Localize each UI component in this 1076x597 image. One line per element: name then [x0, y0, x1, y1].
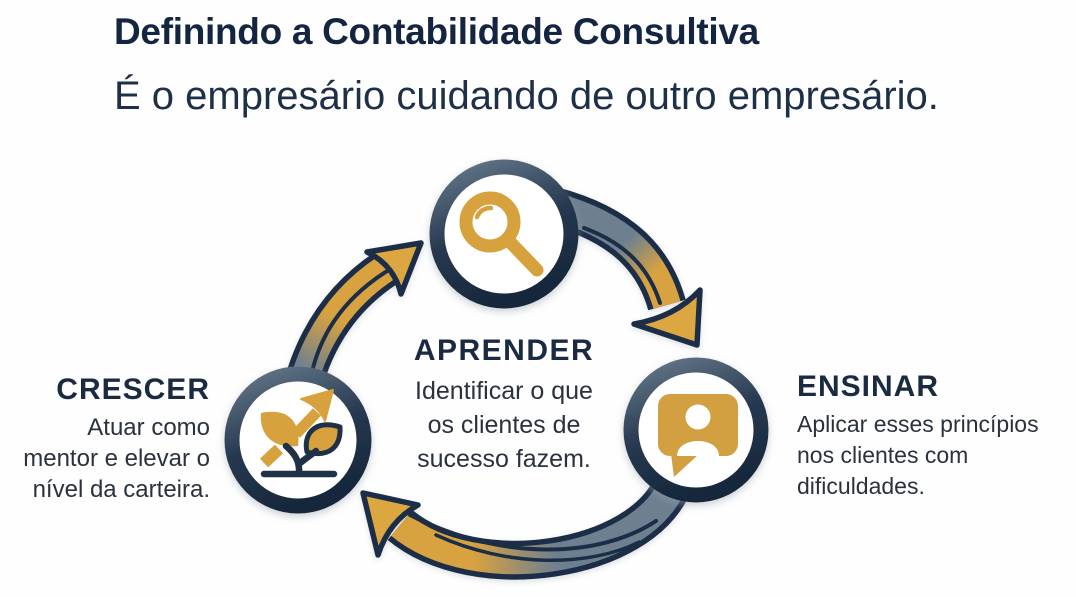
arrow-speed-line-2 — [434, 533, 641, 563]
growth-arrow-dash — [259, 444, 284, 468]
step-ensinar-line-3: dificuldades. — [797, 473, 925, 499]
growth-plant-icon — [259, 389, 343, 478]
page-subtitle: É o empresário cuidando de outro empresá… — [114, 74, 939, 118]
step-aprender-text: APRENDER Identificar o que os clientes d… — [374, 334, 634, 476]
step-crescer-line-2: mentor e elevar o — [23, 445, 210, 472]
cycle-arrow-ensinar-to-crescer — [360, 475, 691, 580]
step-ensinar-line-1: Aplicar esses princípios — [797, 411, 1039, 437]
plant-stem — [282, 442, 320, 477]
step-ensinar-text: ENSINAR Aplicar esses princípios nos cli… — [797, 370, 1076, 502]
plant-leaf-left — [260, 411, 299, 447]
arrow-speed-line — [408, 513, 658, 552]
search-magnifier-icon — [459, 191, 544, 277]
step-crescer-line-1: Atuar como — [87, 414, 210, 441]
step-crescer-label: CRESCER — [56, 373, 210, 406]
arrow-head — [631, 287, 703, 348]
person-shoulders — [677, 441, 719, 456]
magnifier-glint — [474, 205, 494, 220]
chat-bubble-tail — [671, 454, 699, 477]
page-title: Definindo a Contabilidade Consultiva — [114, 11, 759, 52]
step-crescer-text: CRESCER Atuar como mentor e elevar o nív… — [0, 373, 210, 505]
arrow-head — [360, 490, 421, 558]
step-aprender-label: APRENDER — [413, 334, 595, 367]
plant-leaf-right — [303, 422, 343, 456]
magnifier-handle — [504, 236, 544, 277]
step-ensinar-line-2: nos clientes com — [797, 442, 969, 468]
chat-person-icon — [658, 394, 738, 477]
arrow-band — [391, 477, 686, 575]
arrow-speed-line — [310, 266, 394, 374]
step-ensinar-label: ENSINAR — [797, 370, 940, 403]
growth-arrow-head — [300, 389, 334, 422]
step-aprender-line-1: Identificar o que — [415, 377, 593, 405]
step-crescer-line-3: nível da carteira. — [32, 476, 210, 503]
step-aprender-line-3: sucesso fazem. — [417, 445, 591, 473]
step-aprender-line-2: os clientes de — [427, 411, 581, 439]
arrow-speed-line — [582, 226, 662, 305]
magnifier-lens — [459, 191, 521, 253]
arrow-head — [364, 240, 424, 297]
person-head — [685, 404, 711, 430]
growth-arrow-shaft — [292, 408, 321, 438]
